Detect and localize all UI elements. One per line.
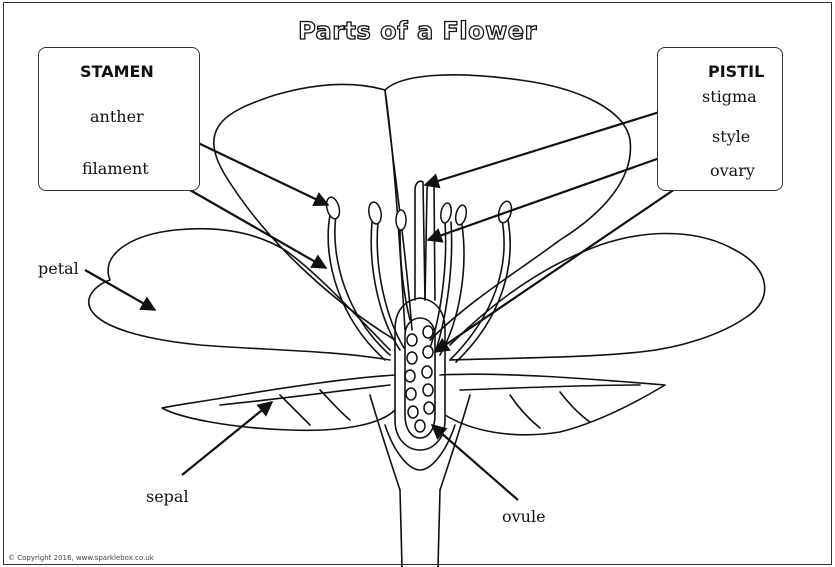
petal-right <box>450 234 765 360</box>
ovule <box>407 334 417 346</box>
label-petal: petal <box>38 260 79 278</box>
label-filament: filament <box>82 160 149 178</box>
style <box>415 181 425 300</box>
anther <box>324 196 341 220</box>
label-ovary: ovary <box>710 162 755 180</box>
label-stigma: stigma <box>702 88 757 106</box>
copyright-notice: © Copyright 2016, www.sparklebox.co.uk <box>8 554 154 562</box>
stamen-heading: STAMEN <box>80 62 154 81</box>
arrow-ovule <box>432 425 518 500</box>
label-anther: anther <box>90 108 144 126</box>
label-sepal: sepal <box>146 488 189 506</box>
petal-left <box>89 229 390 360</box>
sepal-right <box>440 374 665 435</box>
arrow-sepal <box>182 402 272 475</box>
label-ovule: ovule <box>502 508 546 526</box>
ovules <box>405 326 434 432</box>
label-style: style <box>712 128 750 146</box>
arrow-ovary <box>435 172 700 352</box>
stem <box>400 490 402 567</box>
page-title: Parts of a Flower <box>0 18 835 44</box>
sepal-left <box>162 375 395 430</box>
arrow-petal <box>85 270 155 310</box>
pistil-heading: PISTIL <box>708 62 764 81</box>
